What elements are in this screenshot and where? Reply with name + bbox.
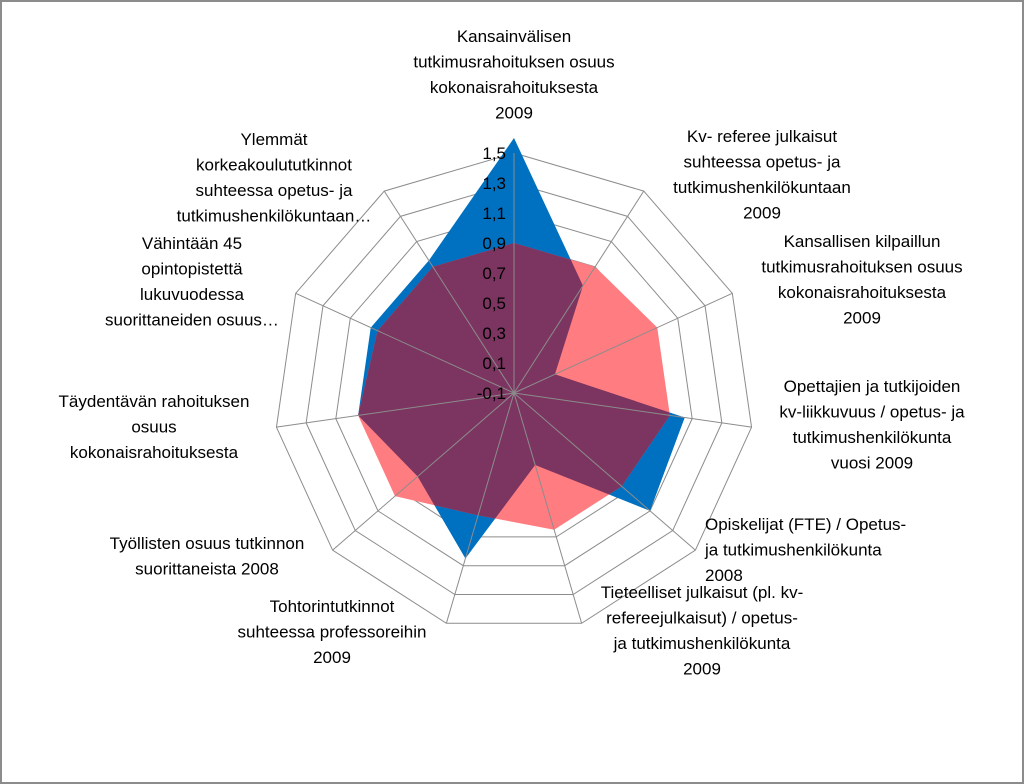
spoke (513, 392, 696, 551)
category-label: Tieteelliset julkaisut (pl. kv-refereeju… (601, 583, 804, 679)
category-label-line: opintopistettä (141, 260, 243, 279)
category-label-line: suhteessa professoreihin (237, 623, 426, 642)
category-label-line: Tohtorintutkinnot (270, 597, 395, 616)
category-label-line: kokonaisrahoituksesta (430, 78, 599, 97)
spoke (276, 392, 515, 428)
category-label: Kansainvälisen tutkimusrahoituksen osuus k… (413, 27, 614, 123)
tick-label: 1,3 (482, 174, 506, 193)
category-label-line: Opiskelijat (FTE) / Opetus- (705, 515, 906, 534)
category-label-line: korkeakoulututkinnot (196, 156, 352, 175)
category-label: Vähintään 45 opintopistettä lukuvuodessa su… (105, 234, 279, 330)
tick-label: -0,1 (477, 384, 506, 403)
category-label-line: vuosi 2009 (831, 454, 913, 473)
category-label-line: Opettajien ja tutkijoiden (784, 377, 961, 396)
category-label-line: tutkimusrahoituksen osuus (761, 258, 962, 277)
spoke (295, 292, 515, 394)
category-label-line: tutkimushenkilökuntaan… (177, 207, 372, 226)
category-label: Kansallisen kilpaillun tutkimusrahoitukse… (761, 232, 962, 328)
category-label-line: Ylemmät (240, 130, 307, 149)
category-label-line: Vähintään 45 (142, 234, 242, 253)
radar-tick-labels: 1,5 1,3 1,1 0,9 0,7 0,5 0,3 0,1 -0,1 (477, 144, 506, 403)
category-label-line: Kansainvälisen (457, 27, 571, 46)
category-label: Työllisten osuus tutkinnon suorittaneista… (110, 534, 305, 579)
radar-spokes (276, 153, 752, 624)
category-label-line: suhteessa opetus- ja (196, 181, 353, 200)
category-label-line: suorittaneista 2008 (135, 560, 279, 579)
grid-ring (305, 182, 723, 595)
category-label-line: 2009 (313, 648, 351, 667)
category-label-line: kv-liikkuvuus / opetus- ja (779, 403, 965, 422)
category-label-line: 2009 (743, 204, 781, 223)
spoke (513, 190, 645, 394)
category-label-line: tutkimushenkilökuntaan (673, 178, 851, 197)
category-label-line: 2009 (843, 309, 881, 328)
tick-label: 0,9 (482, 234, 506, 253)
category-label-line: tutkimusrahoituksen osuus (413, 53, 614, 72)
category-label-line: suhteessa opetus- ja (684, 153, 841, 172)
category-label: Täydentävän rahoituksen osuus kokonaisraho… (59, 392, 250, 462)
category-label-line: kokonaisrahoituksesta (778, 283, 947, 302)
category-label-line: 2009 (495, 104, 533, 123)
grid-ring (335, 212, 693, 567)
category-label-line: Täydentävän rahoituksen (59, 392, 250, 411)
category-label-line: osuus (131, 418, 176, 437)
category-label-line: 2008 (705, 566, 743, 585)
tick-label: 0,7 (482, 264, 506, 283)
spoke (513, 392, 752, 428)
spoke (445, 392, 515, 624)
tick-label: 1,1 (482, 204, 506, 223)
grid-ring (275, 152, 753, 624)
spoke (513, 292, 733, 394)
category-label: Opettajien ja tutkijoiden kv-liikkuvuus /… (779, 377, 965, 473)
category-label: Opiskelijat (FTE) / Opetus-ja tutkimushe… (704, 515, 906, 585)
tick-label: 0,5 (482, 294, 506, 313)
tick-label: 1,5 (482, 144, 506, 163)
tick-label: 0,3 (482, 324, 506, 343)
category-label: Ylemmät korkeakoulututkinnot suhteessa ope… (177, 130, 372, 226)
category-label-line: refereejulkaisut) / opetus- (606, 609, 798, 628)
category-label-line: 2009 (683, 660, 721, 679)
category-label-line: ja tutkimushenkilökunta (613, 634, 791, 653)
category-label-line: suorittaneiden osuus… (105, 311, 279, 330)
category-label-line: Työllisten osuus tutkinnon (110, 534, 305, 553)
category-label: Tohtorintutkinnot suhteessa professoreihi… (237, 597, 426, 667)
spoke (513, 392, 583, 624)
category-label-line: Kv- referee julkaisut (687, 127, 838, 146)
spoke (332, 392, 515, 551)
category-label-line: kokonaisrahoituksesta (70, 443, 239, 462)
category-label-line: lukuvuodessa (140, 285, 245, 304)
category-label: Kv- referee julkaisut suhteessa opetus- j… (673, 127, 851, 223)
spoke (383, 190, 515, 394)
category-label-line: Kansallisen kilpaillun (784, 232, 941, 251)
radar-category-labels: Kansainvälisen tutkimusrahoituksen osuus k… (59, 27, 966, 679)
category-label-line: Tieteelliset julkaisut (pl. kv- (601, 583, 804, 602)
category-label-line: ja tutkimushenkilökunta (704, 541, 882, 560)
radar-series (358, 138, 685, 559)
tick-label: 0,1 (482, 354, 506, 373)
category-label-line: tutkimushenkilökunta (793, 428, 952, 447)
